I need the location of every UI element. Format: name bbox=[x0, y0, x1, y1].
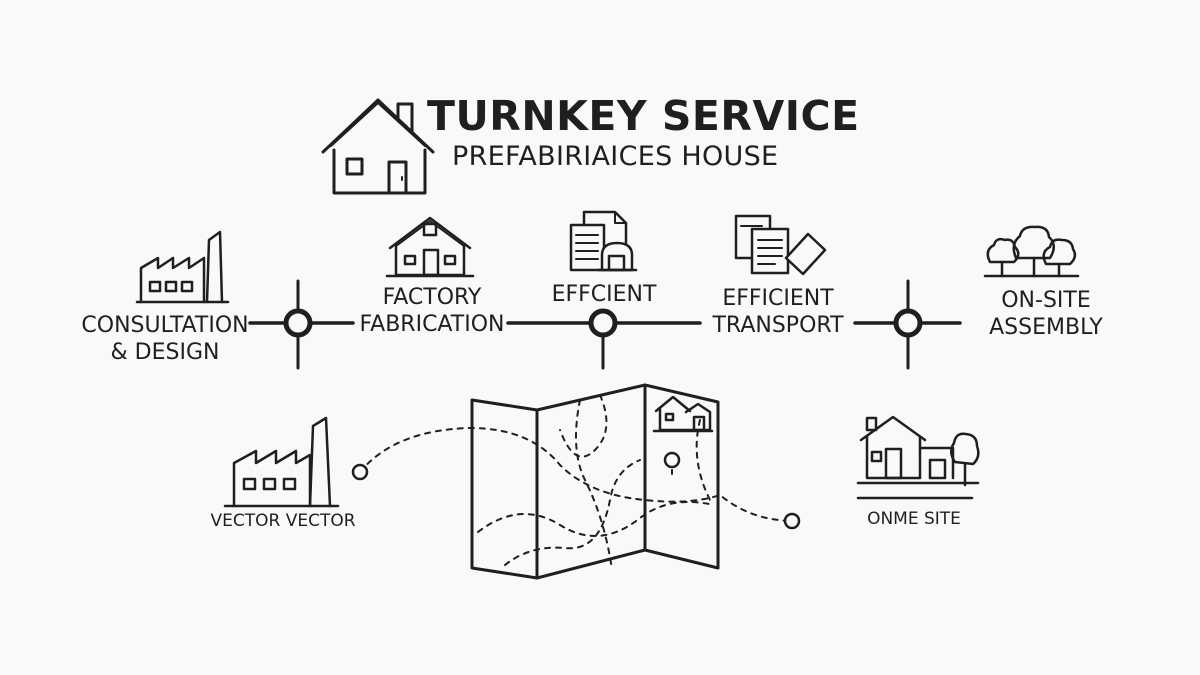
step-label-line: ASSEMBLY bbox=[989, 315, 1103, 340]
paperwork-icon bbox=[734, 214, 827, 276]
timeline bbox=[248, 279, 962, 370]
step-assembly-label: ON-SITE ASSEMBLY bbox=[989, 287, 1103, 341]
header-house-icon bbox=[321, 98, 435, 195]
step-label-line: EFFCIENT bbox=[551, 282, 657, 307]
route-factory-icon bbox=[223, 416, 340, 508]
step-efficient-label: EFFCIENT bbox=[552, 281, 657, 308]
route-start-label: VECTOR VECTOR bbox=[210, 511, 356, 531]
route-end-label: ONME SITE bbox=[867, 509, 961, 529]
destination-house-icon bbox=[856, 415, 980, 500]
step-label-line: EFFICIENT bbox=[722, 286, 834, 311]
page-subtitle: PREFABIRIAICES HOUSE bbox=[452, 141, 779, 172]
step-label-line: FACTORY bbox=[382, 285, 482, 310]
factory-icon bbox=[135, 230, 230, 304]
step-label-line: & DESIGN bbox=[110, 340, 220, 365]
route-path bbox=[351, 427, 801, 530]
step-transport-label: EFFICIENT TRANSPORT bbox=[712, 285, 843, 339]
step-consultation-label: CONSULTATION & DESIGN bbox=[81, 312, 248, 366]
step-label-line: TRANSPORT bbox=[712, 313, 844, 338]
documents-icon bbox=[569, 210, 638, 272]
step-label-line: ON-SITE bbox=[1001, 288, 1091, 313]
page-title: TURNKEY SERVICE bbox=[427, 92, 860, 140]
map-house-icon bbox=[652, 395, 714, 433]
map-icon bbox=[470, 383, 720, 580]
trees-icon bbox=[983, 225, 1080, 278]
house-icon bbox=[385, 216, 475, 278]
route-waypoint-marker bbox=[663, 451, 681, 469]
route-start-marker bbox=[351, 463, 369, 481]
route-end-marker bbox=[783, 512, 801, 530]
step-label-line: CONSULTATION bbox=[81, 313, 249, 338]
step-label-line: FABRICATION bbox=[359, 312, 505, 337]
step-fabrication-label: FACTORY FABRICATION bbox=[360, 284, 505, 338]
